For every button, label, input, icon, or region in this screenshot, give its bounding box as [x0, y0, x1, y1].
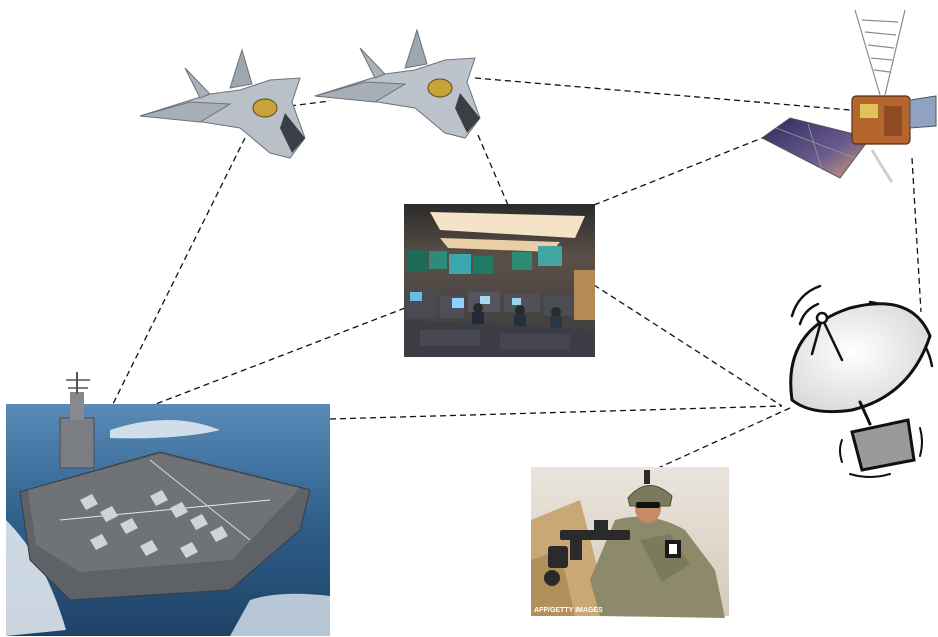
dish-base — [850, 418, 916, 472]
jet-nose — [455, 93, 480, 133]
jet-tail-fin-2 — [184, 67, 211, 99]
aircraft-carrier-image — [6, 372, 330, 636]
link-satellite-dish — [911, 157, 922, 313]
jet-wing — [314, 81, 407, 103]
link-dish-soldier — [644, 407, 791, 475]
fighter-jet-left-image — [139, 48, 306, 159]
link-jet-right-satellite — [474, 77, 851, 111]
photo-credit: AFP/GETTY IMAGES — [534, 607, 603, 614]
satellite-side-panel — [909, 95, 937, 129]
soldier-image: AFP/GETTY IMAGES — [531, 467, 729, 618]
jet-fuselage — [139, 77, 306, 159]
jet-tail-fin — [229, 48, 253, 89]
link-jet-right-command-center — [477, 134, 509, 206]
jet-nose — [280, 113, 305, 153]
link-jet-left-jet-right — [289, 100, 331, 107]
carrier-island — [59, 417, 95, 469]
satellite-image — [761, 9, 937, 183]
jet-tail-fin-2 — [359, 47, 386, 79]
jet-wing — [139, 101, 232, 123]
link-command-center-carrier — [103, 307, 406, 425]
jet-cockpit — [427, 78, 453, 98]
link-command-center-dish — [593, 284, 783, 407]
link-jet-left-carrier — [103, 137, 246, 423]
dish-feed-horn — [815, 311, 829, 325]
command-center-image — [404, 204, 595, 357]
soldier-rifle — [544, 520, 630, 586]
link-command-center-satellite — [593, 137, 763, 206]
jet-tail-fin — [404, 28, 428, 69]
satellite-dish-image — [789, 284, 934, 478]
satellite-antenna — [854, 9, 906, 96]
dish-bowl — [789, 302, 932, 414]
fighter-jet-right-image — [314, 28, 481, 139]
jet-cockpit — [252, 98, 278, 118]
jet-fuselage — [314, 57, 481, 139]
connection-lines — [103, 77, 922, 475]
link-carrier-dish — [329, 405, 783, 420]
soldier-helmet — [627, 485, 673, 507]
